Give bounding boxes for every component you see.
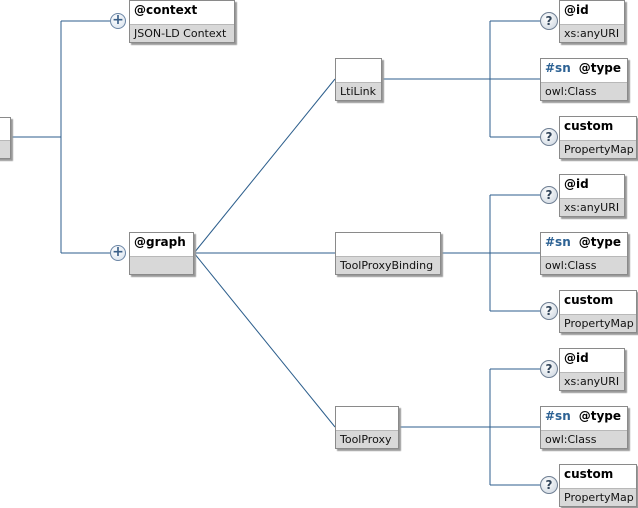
custom-node-name: custom (564, 119, 614, 133)
optional-id-icon[interactable]: ? (540, 360, 558, 378)
sn-prefix: #sn (545, 409, 571, 423)
type-node-name: @type (578, 409, 622, 423)
group-node-name (336, 233, 440, 252)
group-node-toolproxy[interactable]: ToolProxy (335, 406, 399, 449)
sn-prefix: #sn (545, 61, 571, 75)
type-node-type: owl:Class (541, 82, 627, 100)
group-node-type: ToolProxy (336, 430, 398, 448)
group-node-name (336, 407, 398, 426)
type-node[interactable]: #sn @type owl:Class (540, 406, 628, 449)
id-node-type: xs:anyURI (560, 198, 624, 216)
id-node-name: @id (564, 351, 589, 365)
expand-graph-icon[interactable]: + (110, 245, 126, 261)
group-node-type: LtiLink (336, 82, 381, 100)
graph-node[interactable]: @graph (129, 232, 194, 275)
id-node-name: @id (564, 3, 589, 17)
optional-id-icon[interactable]: ? (540, 186, 558, 204)
id-node[interactable]: @id xs:anyURI (559, 0, 625, 43)
custom-node-type: PropertyMap (560, 488, 636, 506)
root-node[interactable] (0, 117, 11, 159)
group-node-ltilink[interactable]: LtiLink (335, 58, 382, 101)
context-node-type: JSON-LD Context (130, 24, 234, 42)
graph-node-type (130, 256, 193, 274)
type-node[interactable]: #sn @type owl:Class (540, 232, 628, 275)
sn-prefix: #sn (545, 235, 571, 249)
type-node-name: @type (578, 235, 622, 249)
optional-custom-icon[interactable]: ? (540, 476, 558, 494)
optional-custom-icon[interactable]: ? (540, 128, 558, 146)
group-node-type: ToolProxyBinding (336, 256, 440, 274)
type-node-name: @type (578, 61, 622, 75)
context-node[interactable]: @context JSON-LD Context (129, 0, 235, 43)
type-node[interactable]: #sn @type owl:Class (540, 58, 628, 101)
group-node-toolproxybinding[interactable]: ToolProxyBinding (335, 232, 441, 275)
custom-node-type: PropertyMap (560, 140, 636, 158)
id-node-type: xs:anyURI (560, 24, 624, 42)
root-node-name (0, 118, 10, 137)
id-node-name: @id (564, 177, 589, 191)
expand-context-icon[interactable]: + (110, 13, 126, 29)
optional-custom-icon[interactable]: ? (540, 302, 558, 320)
group-node-name (336, 59, 381, 78)
context-node-name: @context (134, 3, 198, 17)
type-node-type: owl:Class (541, 256, 627, 274)
root-node-type (0, 140, 10, 158)
custom-node[interactable]: custom PropertyMap (559, 290, 637, 333)
optional-id-icon[interactable]: ? (540, 12, 558, 30)
type-node-type: owl:Class (541, 430, 627, 448)
custom-node-name: custom (564, 293, 614, 307)
graph-node-name: @graph (134, 235, 186, 249)
custom-node-name: custom (564, 467, 614, 481)
custom-node[interactable]: custom PropertyMap (559, 116, 637, 159)
id-node[interactable]: @id xs:anyURI (559, 174, 625, 217)
id-node[interactable]: @id xs:anyURI (559, 348, 625, 391)
custom-node-type: PropertyMap (560, 314, 636, 332)
custom-node[interactable]: custom PropertyMap (559, 464, 637, 507)
id-node-type: xs:anyURI (560, 372, 624, 390)
